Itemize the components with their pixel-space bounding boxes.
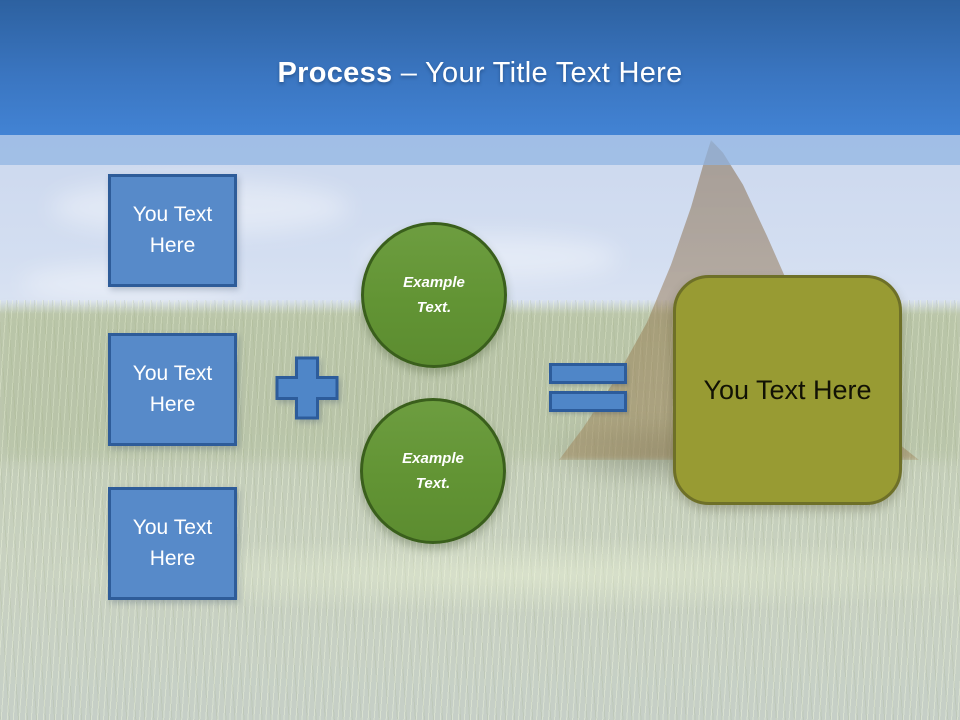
- example-circle-2: Example Text.: [360, 398, 506, 544]
- input-box-3: You Text Here: [108, 487, 237, 600]
- slide-title: Process – Your Title Text Here: [0, 57, 960, 90]
- result-box-label: You Text Here: [703, 374, 872, 405]
- translucent-band-overlay: [0, 135, 960, 165]
- input-box-2: You Text Here: [108, 333, 237, 446]
- example-circle-2-label: Example Text.: [402, 449, 464, 493]
- input-box-2-label: You Text Here: [132, 362, 213, 416]
- input-box-1-label: You Text Here: [132, 203, 213, 257]
- slide-title-keyword: Process: [277, 57, 393, 89]
- title-bar: Process – Your Title Text Here: [0, 0, 960, 135]
- equals-icon: [549, 363, 627, 384]
- equals-icon: [549, 391, 627, 412]
- slide-title-subtitle: – Your Title Text Here: [392, 57, 683, 89]
- plus-icon: [274, 355, 340, 426]
- input-box-3-label: You Text Here: [132, 516, 213, 570]
- input-box-1: You Text Here: [108, 174, 237, 287]
- example-circle-1: Example Text.: [361, 222, 507, 368]
- example-circle-1-label: Example Text.: [403, 273, 465, 317]
- result-box: You Text Here: [673, 275, 902, 505]
